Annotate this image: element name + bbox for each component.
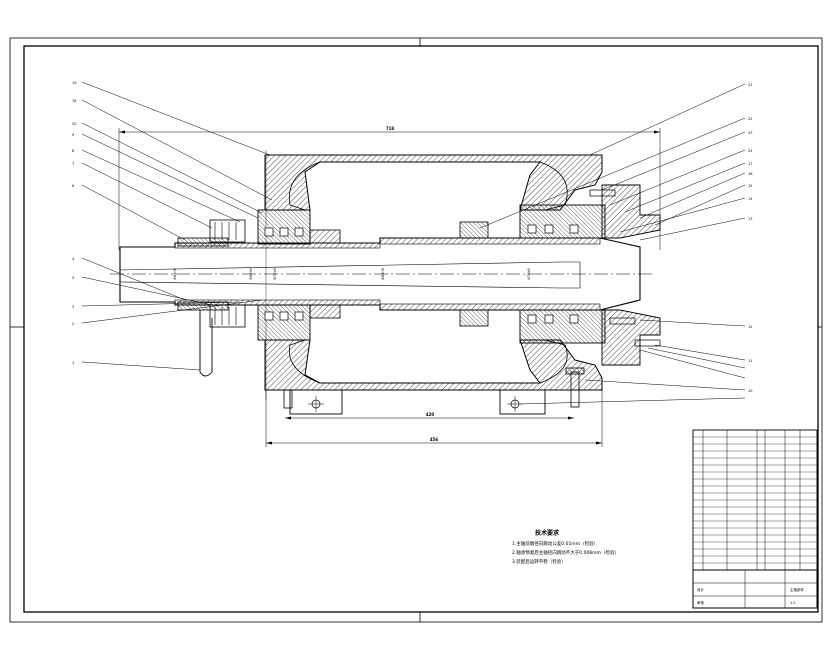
callout-19: 19 <box>72 81 76 85</box>
inner-span-dimension: 420 <box>426 412 435 417</box>
diameter-label-5: Φ70k6 <box>527 268 531 279</box>
callout-6: 6 <box>72 184 74 188</box>
callout-4: 4 <box>72 257 75 261</box>
spindle-shaft <box>110 150 655 400</box>
diameter-label-2: Φ65k6 <box>249 268 253 279</box>
drawing-scale: 1:2 <box>790 601 796 605</box>
callout-2: 2 <box>72 322 74 326</box>
right-callouts: 21 22 23 24 17 16 15 14 13 12 11 10 <box>748 83 753 393</box>
left-callouts: 19 18 20 9 8 7 6 4 5 3 2 1 <box>72 81 76 365</box>
technical-notes-title: 技术要求 <box>535 529 560 537</box>
callout-3: 3 <box>72 305 74 309</box>
shaft-diameter-labels: Φ60h6 Φ65k6 Φ75k6 Φ80h6 Φ70k6 <box>173 268 531 280</box>
callout-24: 24 <box>748 149 753 153</box>
callout-1: 1 <box>72 361 74 365</box>
front-cap <box>589 184 661 366</box>
left-leaders <box>81 81 273 371</box>
callout-8: 8 <box>72 149 74 153</box>
callout-5: 5 <box>72 276 74 280</box>
callout-22: 22 <box>748 117 752 121</box>
callout-7: 7 <box>72 162 74 166</box>
technical-note-1: 1.主轴前端径向跳动公差0.01mm（检验） <box>512 540 598 547</box>
diameter-label-4: Φ80h6 <box>381 268 385 280</box>
title-block: 设计 审核 主轴部件 1:2 <box>692 569 818 609</box>
sheet-border <box>9 37 823 623</box>
diameter-label-1: Φ60h6 <box>173 268 177 280</box>
callout-20: 20 <box>72 122 76 126</box>
bearings <box>257 204 606 344</box>
drawing-name: 主轴部件 <box>790 587 804 592</box>
checker-label: 审核 <box>697 600 705 605</box>
callout-17: 17 <box>748 162 752 166</box>
callout-9: 9 <box>72 133 74 137</box>
rear-pulley <box>177 219 246 377</box>
top-dimension: 718 <box>118 126 661 250</box>
technical-note-2: 2.轴承预紧后主轴径向跳动不大于0.008mm（检验） <box>512 549 619 556</box>
technical-note-3: 3.装配后运转平稳（检验） <box>512 558 566 565</box>
parts-list <box>692 429 818 571</box>
bottom-dimensions: 420 456 <box>265 390 603 447</box>
top-dimension-label: 718 <box>386 126 395 131</box>
callout-21: 21 <box>748 83 752 87</box>
callout-13: 13 <box>748 217 752 221</box>
callout-10: 10 <box>748 389 752 393</box>
designer-label: 设计 <box>697 587 705 592</box>
technical-notes: 技术要求 1.主轴前端径向跳动公差0.01mm（检验） 2.轴承预紧后主轴径向跳… <box>512 529 619 565</box>
callout-16: 16 <box>748 172 752 176</box>
right-leaders <box>479 83 746 405</box>
outer-span-dimension: 456 <box>430 437 439 442</box>
callout-18: 18 <box>72 99 76 103</box>
callout-14: 14 <box>748 197 753 201</box>
diameter-label-3: Φ75k6 <box>273 268 277 279</box>
callout-15: 15 <box>748 184 752 188</box>
callout-12: 12 <box>748 325 752 329</box>
callout-11: 11 <box>748 359 752 363</box>
callout-23: 23 <box>748 131 752 135</box>
